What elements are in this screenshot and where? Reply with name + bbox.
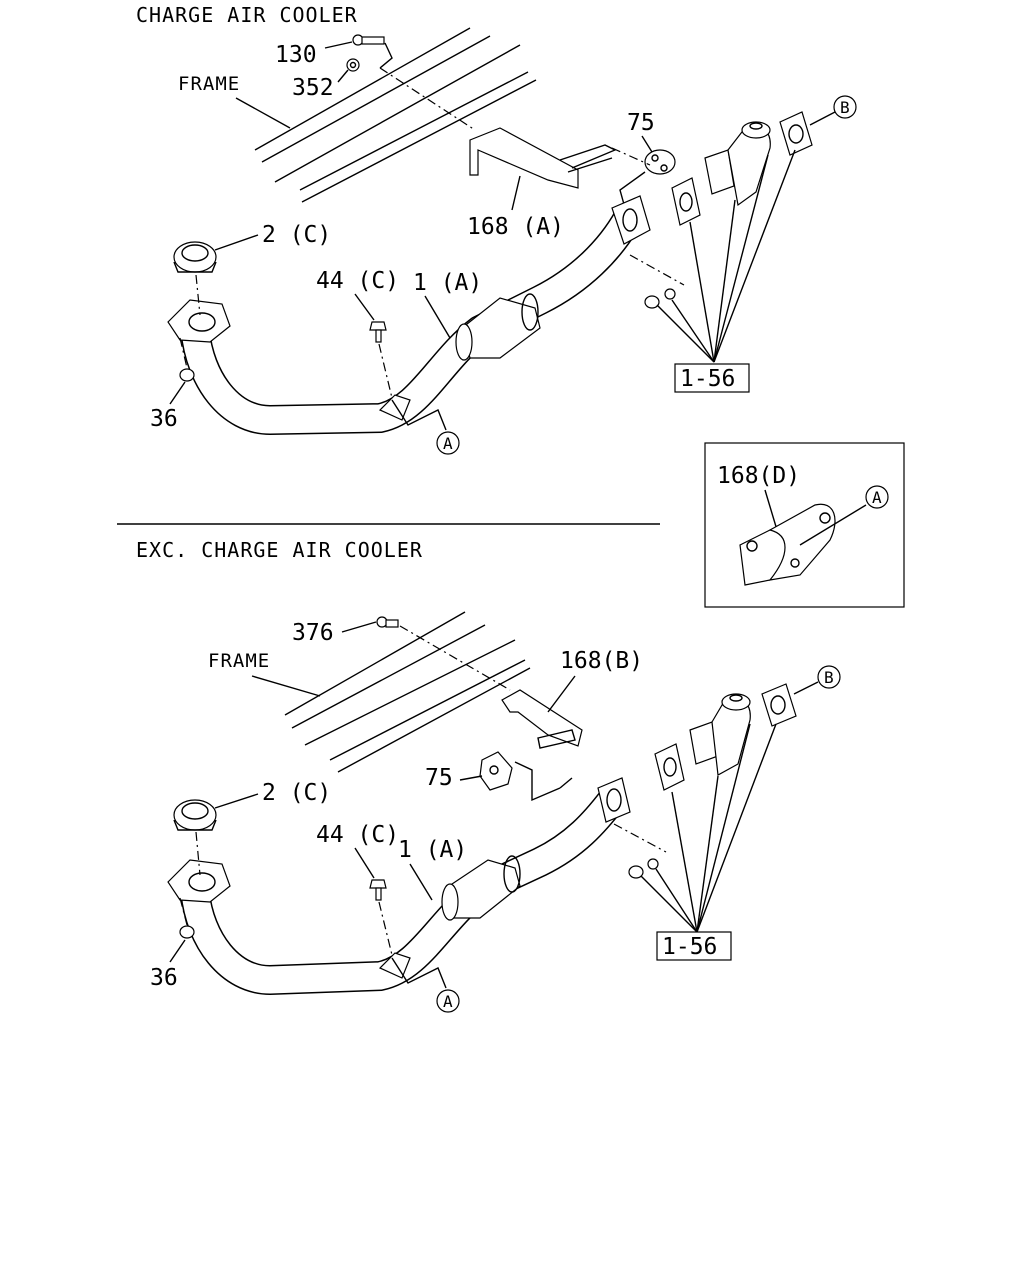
nut-washer-top [644, 288, 676, 309]
label-1a-bottom: 1 (A) [398, 837, 467, 863]
label-376: 376 [292, 620, 334, 646]
label-44c-bottom: 44 (C) [316, 822, 399, 848]
callout-b-top [833, 95, 857, 119]
gasket-plate-2-bottom [761, 683, 797, 727]
muffler-inlet-bottom [689, 693, 751, 776]
nut-352 [346, 58, 360, 72]
bottom-title: EXC. CHARGE AIR COOLER [136, 538, 423, 562]
inset-box: 168(D) A [704, 442, 905, 608]
exhaust-pipe-bottom [167, 777, 631, 996]
gasket-plate-2-top [779, 111, 813, 156]
label-2c-top: 2 (C) [262, 222, 331, 248]
callout-a-top-text: A [443, 434, 453, 453]
label-44c-top: 44 (C) [316, 268, 399, 294]
label-75-top: 75 [627, 110, 655, 136]
label-168b: 168(B) [560, 648, 643, 674]
nut-36-top [179, 368, 195, 382]
label-168a: 168 (A) [467, 214, 564, 240]
bottom-frame-label: FRAME [208, 650, 270, 672]
gasket-2c-bottom [173, 799, 217, 831]
exhaust-pipe-top [167, 195, 651, 436]
callout-a-bottom [436, 989, 460, 1013]
label-36-bottom: 36 [150, 965, 178, 991]
bracket-168d [739, 503, 836, 586]
ref-text-bottom: 1-56 [662, 934, 717, 960]
bolt-44c-top [369, 321, 387, 343]
callout-b-bottom [817, 665, 841, 689]
inset-label: 168(D) [717, 463, 800, 489]
callout-a-inset-text: A [872, 488, 882, 507]
top-section: CHARGE AIR COOLER FRAME 130 352 [136, 3, 857, 455]
label-130: 130 [275, 42, 317, 68]
callout-a-bottom-text: A [443, 992, 453, 1011]
gasket-plate-1-top [671, 177, 701, 226]
bracket-168b [501, 689, 583, 749]
bracket-168a [469, 127, 617, 189]
callout-a-top [436, 431, 460, 455]
callout-b-top-text: B [840, 98, 850, 117]
label-1a-top: 1 (A) [413, 270, 482, 296]
label-36-top: 36 [150, 406, 178, 432]
bolt-130 [352, 34, 385, 46]
bolt-376 [376, 616, 399, 628]
rubber-mount-75-top [644, 149, 676, 175]
nut-36-bottom [179, 925, 195, 939]
bolt-44c-bottom [369, 879, 387, 901]
callout-a-inset [865, 485, 889, 509]
label-2c-bottom: 2 (C) [262, 780, 331, 806]
nut-washer-bottom [628, 858, 659, 879]
rubber-mount-75-bottom [479, 751, 513, 791]
ref-box-top [674, 363, 750, 393]
callout-b-bottom-text: B [824, 668, 834, 687]
ref-text-top: 1-56 [680, 366, 735, 392]
gasket-2c-top [173, 241, 217, 273]
top-frame-label: FRAME [178, 73, 240, 95]
ref-box-bottom [656, 931, 732, 961]
top-frame-rails [254, 27, 537, 203]
label-352: 352 [292, 75, 334, 101]
label-75-bottom: 75 [425, 765, 453, 791]
bottom-frame-rails [284, 611, 531, 773]
muffler-inlet-top [704, 121, 771, 207]
top-title: CHARGE AIR COOLER [136, 3, 358, 27]
gasket-plate-1-bottom [654, 743, 685, 791]
bottom-section: EXC. CHARGE AIR COOLER FRAME 376 168(B) [136, 538, 841, 1013]
